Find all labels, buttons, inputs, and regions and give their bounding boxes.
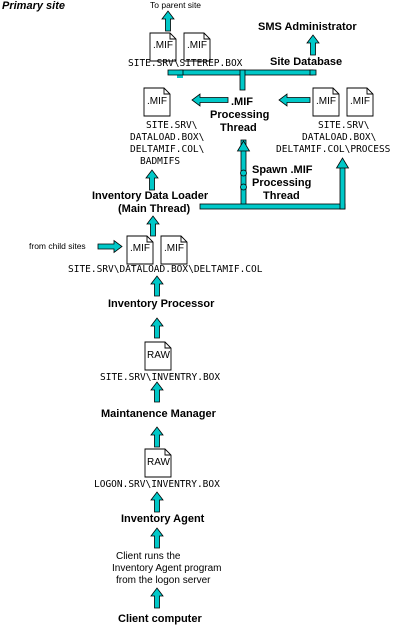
process-path-2: DATALOAD.BOX\ [302, 132, 376, 143]
raw-file-label: RAW [147, 350, 171, 361]
arrow-processor-up-icon [150, 275, 164, 297]
thread-output-connector [167, 69, 317, 91]
spawn-label-3: Thread [263, 190, 300, 202]
spawn-label-2: Processing [252, 177, 311, 189]
deltamif-col-path: SITE.SRV\DATALOAD.BOX\DELTAMIF.COL [68, 264, 263, 275]
arrow-from-child-icon [97, 239, 123, 254]
from-child-sites-label: from child sites [29, 241, 86, 251]
mif-file-label: .MIF [147, 96, 167, 107]
mif-file-label: .MIF [187, 40, 207, 51]
loader-to-process-connector [199, 157, 350, 210]
client-computer-label: Client computer [118, 613, 202, 625]
arrow-from-process-icon [278, 93, 311, 107]
arrow-client-up-icon [150, 587, 164, 609]
page-title: Primary site [2, 0, 65, 12]
logon-box-path: LOGON.SRV\INVENTRY.BOX [94, 479, 220, 490]
arrow-loader-up-icon [145, 169, 159, 191]
mif-file-label: .MIF [164, 243, 184, 254]
spawn-label-1: Spawn .MIF [252, 164, 313, 176]
client-runs-1: Client runs the [116, 551, 181, 562]
badmifs-path-1: SITE.SRV\ [146, 120, 197, 131]
arrow-into-processor-icon [150, 317, 164, 339]
arrow-to-badmifs-icon [191, 93, 229, 107]
to-parent-site-label: To parent site [150, 0, 201, 10]
arrow-agent-up-icon [150, 491, 164, 513]
siterep-box-path: SITE.SRV\SITEREP.BOX [128, 58, 243, 69]
badmifs-path-2: DATALOAD.BOX\ [130, 132, 204, 143]
raw-file-label: RAW [147, 457, 171, 468]
badmifs-path-3: DELTAMIF.COL\ [130, 144, 204, 155]
spawn-connector [236, 139, 251, 207]
client-runs-3: from the logon server [116, 575, 211, 586]
mif-thread-label-1: .MIF [231, 96, 253, 108]
maintenance-manager-label: Maintanence Manager [101, 408, 217, 420]
badmifs-path-4: BADMIFS [140, 156, 180, 167]
arrow-into-maint-icon [150, 426, 164, 448]
mif-file-label: .MIF [350, 96, 370, 107]
arrow-to-parent-icon [161, 10, 175, 32]
mif-file-label: .MIF [153, 40, 173, 51]
arrow-into-loader-icon [146, 215, 160, 237]
inventry-box-path: SITE.SRV\INVENTRY.BOX [100, 372, 220, 383]
mif-thread-label-3: Thread [220, 122, 257, 134]
inventory-agent-label: Inventory Agent [121, 513, 205, 525]
sms-administrator-label: SMS Administrator [258, 21, 357, 33]
client-runs-2: Inventory Agent program [112, 563, 222, 574]
mif-file-label: .MIF [316, 96, 336, 107]
mif-file-label: .MIF [130, 243, 150, 254]
site-database-label: Site Database [270, 56, 342, 68]
process-path-1: SITE.SRV\ [318, 120, 369, 131]
arrow-maint-up-icon [150, 381, 164, 403]
arrow-into-agent-icon [150, 527, 164, 549]
mif-thread-label-2: Processing [210, 109, 269, 121]
loader-label-1: Inventory Data Loader [92, 190, 209, 202]
arrow-to-admin-icon [306, 34, 320, 56]
loader-label-2: (Main Thread) [118, 203, 190, 215]
process-path-3: DELTAMIF.COL\PROCESS [276, 144, 391, 155]
inventory-processor-label: Inventory Processor [108, 298, 215, 310]
